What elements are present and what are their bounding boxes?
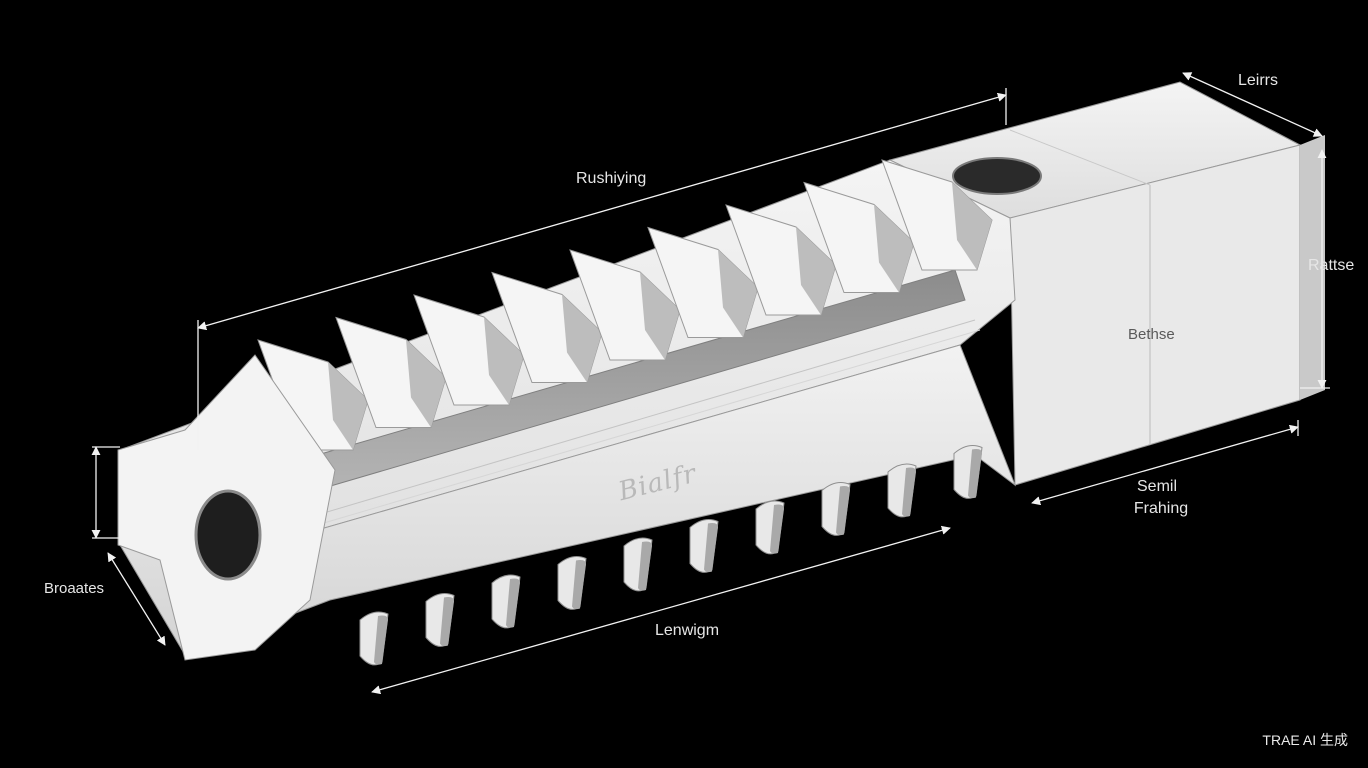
bottom-tooth (887, 463, 917, 518)
dimension-lines (91, 72, 1330, 695)
dim-top-length (197, 92, 1007, 331)
bottom-tooth (953, 445, 983, 499)
bottom-tooth (623, 537, 653, 592)
label-left-height: Broaates (44, 580, 105, 597)
bottom-tooth (491, 574, 521, 629)
dim-bottom-length (371, 525, 951, 695)
label-bottom-length: Lenwigm (655, 622, 720, 639)
label-top-right: Leirrs (1238, 72, 1279, 89)
watermark: TRAE AI 生成 (1262, 732, 1348, 748)
bottom-tooth (557, 556, 587, 610)
bottom-tooth (425, 593, 455, 647)
bottom-tooth (359, 611, 389, 666)
label-top-length: Rushiying (576, 170, 647, 187)
top-tooth (335, 316, 447, 428)
left-end-hole (194, 489, 262, 581)
label-bottom-right-line2: Frahing (1133, 500, 1189, 517)
label-bottom-right-line1: Semil (1136, 478, 1178, 495)
bottom-tooth (755, 500, 785, 555)
dim-bottom-right (1031, 424, 1299, 506)
shank-hole (952, 157, 1042, 195)
dim-left-diagonal (107, 552, 166, 646)
label-face-note: Bethse (1128, 326, 1175, 343)
label-right-height: Rattse (1308, 257, 1355, 274)
bottom-tooth (821, 482, 851, 536)
bottom-tooth (689, 519, 719, 573)
dim-top-right (1182, 72, 1323, 137)
